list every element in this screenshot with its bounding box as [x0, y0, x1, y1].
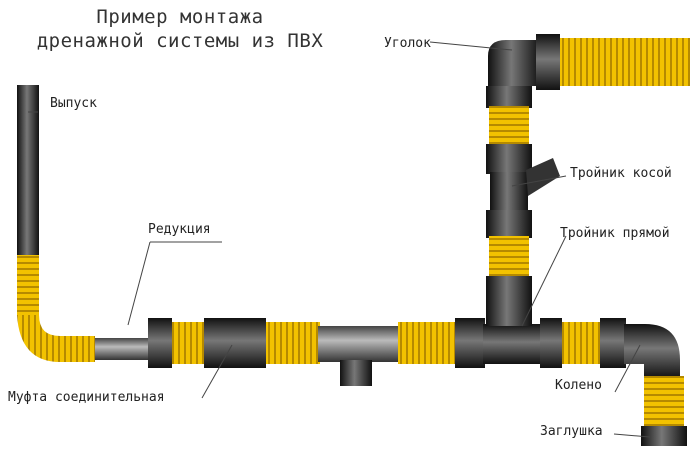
label-outlet: Выпуск: [50, 96, 97, 111]
riser: [486, 34, 690, 326]
label-reducer: Редукция: [148, 222, 211, 237]
outlet-pipe: [17, 85, 95, 362]
leader-lines: [28, 41, 651, 438]
label-oblique-tee: Тройник косой: [570, 166, 672, 181]
title-line-2: дренажной системы из ПВХ: [36, 30, 324, 52]
label-knee: Колено: [555, 378, 602, 393]
label-coupling: Муфта соединительная: [8, 390, 165, 405]
label-cap: Заглушка: [540, 424, 603, 439]
title-line-1: Пример монтажа: [96, 6, 264, 28]
label-elbow-top: Уголок: [384, 36, 431, 51]
label-straight-tee: Тройник прямой: [560, 226, 670, 241]
main-line: [95, 318, 687, 446]
